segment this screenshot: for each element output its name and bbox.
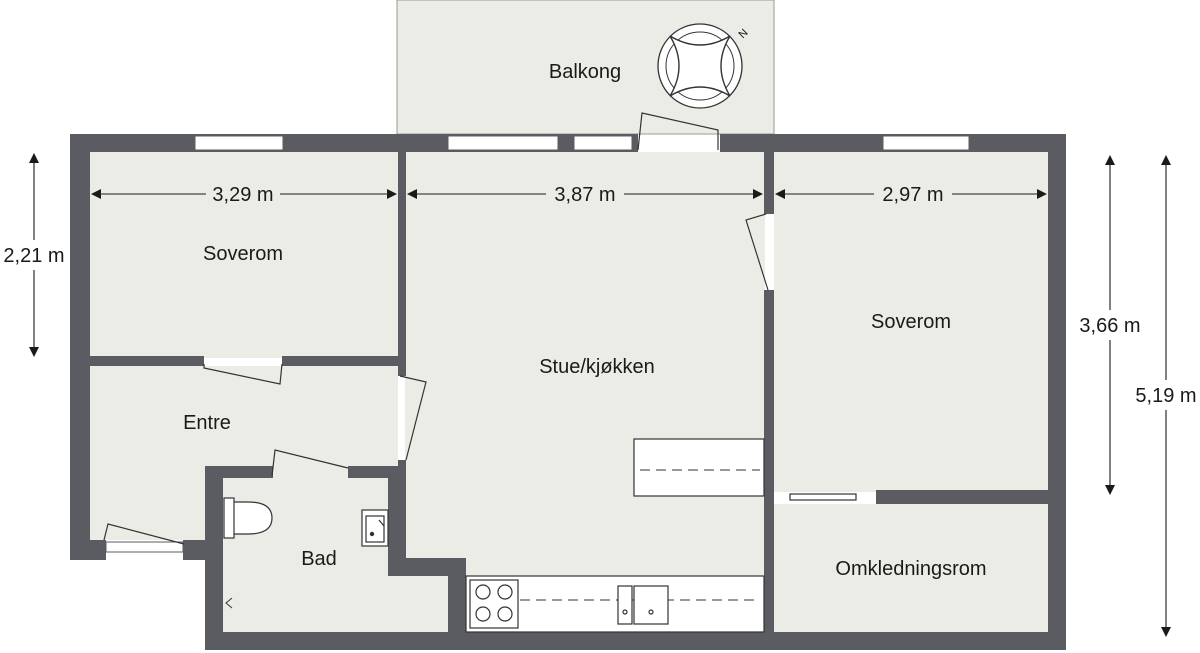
- bath-north-wall-a: [205, 466, 273, 478]
- east-wall: [1048, 134, 1066, 650]
- living-kitchen-floor: [405, 152, 765, 632]
- door-front: [103, 523, 185, 545]
- dim-living-width: 3,87 m: [554, 184, 615, 206]
- room-label-living-kitchen: Stue/kjøkken: [539, 356, 655, 378]
- room-label-entrance: Entre: [183, 412, 231, 434]
- window-living-b: [573, 135, 633, 151]
- stove-icon: [469, 579, 519, 629]
- dim-left-bedroom-depth: 2,21 m: [3, 245, 64, 267]
- dim-right-bedroom-depth: 3,66 m: [1079, 315, 1140, 337]
- south-stub-left: [70, 540, 106, 560]
- door-balcony: [637, 112, 719, 151]
- dim-left-bedroom-width: 3,29 m: [212, 184, 273, 206]
- sliding-door-wardrobe: [789, 493, 857, 501]
- window-bedroom-right: [882, 135, 970, 151]
- door-entrance-living: [399, 375, 427, 461]
- bedroom-right-floor: [774, 152, 1048, 492]
- room-label-bedroom-right: Soverom: [871, 311, 951, 333]
- entrance-divider-b: [282, 356, 404, 366]
- bath-east-wall: [388, 466, 406, 560]
- bath-kitchen-wall: [448, 558, 466, 650]
- center-wall-lower: [398, 460, 406, 480]
- dim-right-bedroom-width: 2,97 m: [882, 184, 943, 206]
- dressing-room-floor: [774, 504, 1048, 632]
- west-wall: [70, 134, 90, 560]
- sink-icon: [617, 585, 669, 625]
- right-wall-mid: [764, 290, 774, 490]
- right-wall-top: [764, 152, 774, 214]
- kitchen-counter: [465, 575, 765, 633]
- room-label-dressing-room: Omkledningsrom: [835, 558, 986, 580]
- bath-west-wall: [205, 466, 223, 650]
- dim-total-depth: 5,19 m: [1135, 385, 1196, 407]
- center-wall-upper: [398, 152, 406, 376]
- entrance-divider-a: [90, 356, 204, 366]
- washbasin-icon: [361, 509, 389, 547]
- south-wall: [205, 632, 1066, 650]
- bathroom-floor: [222, 476, 448, 632]
- window-living-a: [447, 135, 559, 151]
- bath-step-wall: [388, 558, 466, 576]
- window-entrance: [105, 541, 184, 553]
- doors: [103, 112, 857, 545]
- windows: [105, 135, 970, 553]
- room-label-bedroom-left: Soverom: [203, 243, 283, 265]
- wardrobe-divider: [876, 490, 1048, 504]
- room-label-bathroom: Bad: [301, 548, 337, 570]
- door-bedroom-left: [203, 363, 283, 385]
- room-labels: Balkong Soverom Stue/kjøkken Soverom Ent…: [183, 61, 986, 580]
- toilet-icon: [223, 497, 273, 539]
- right-wall-lower: [764, 490, 774, 650]
- kitchen-island: [633, 438, 765, 497]
- window-bedroom-left: [194, 135, 284, 151]
- door-bedroom-right: [745, 213, 769, 291]
- door-bathroom: [271, 449, 349, 477]
- dimension-labels: 3,29 m 3,87 m 2,97 m 2,21 m 3,66 m 5,19 …: [0, 180, 1200, 410]
- room-label-balcony: Balkong: [549, 61, 621, 83]
- drain-icon: [225, 597, 233, 609]
- compass-icon: N: [657, 23, 751, 109]
